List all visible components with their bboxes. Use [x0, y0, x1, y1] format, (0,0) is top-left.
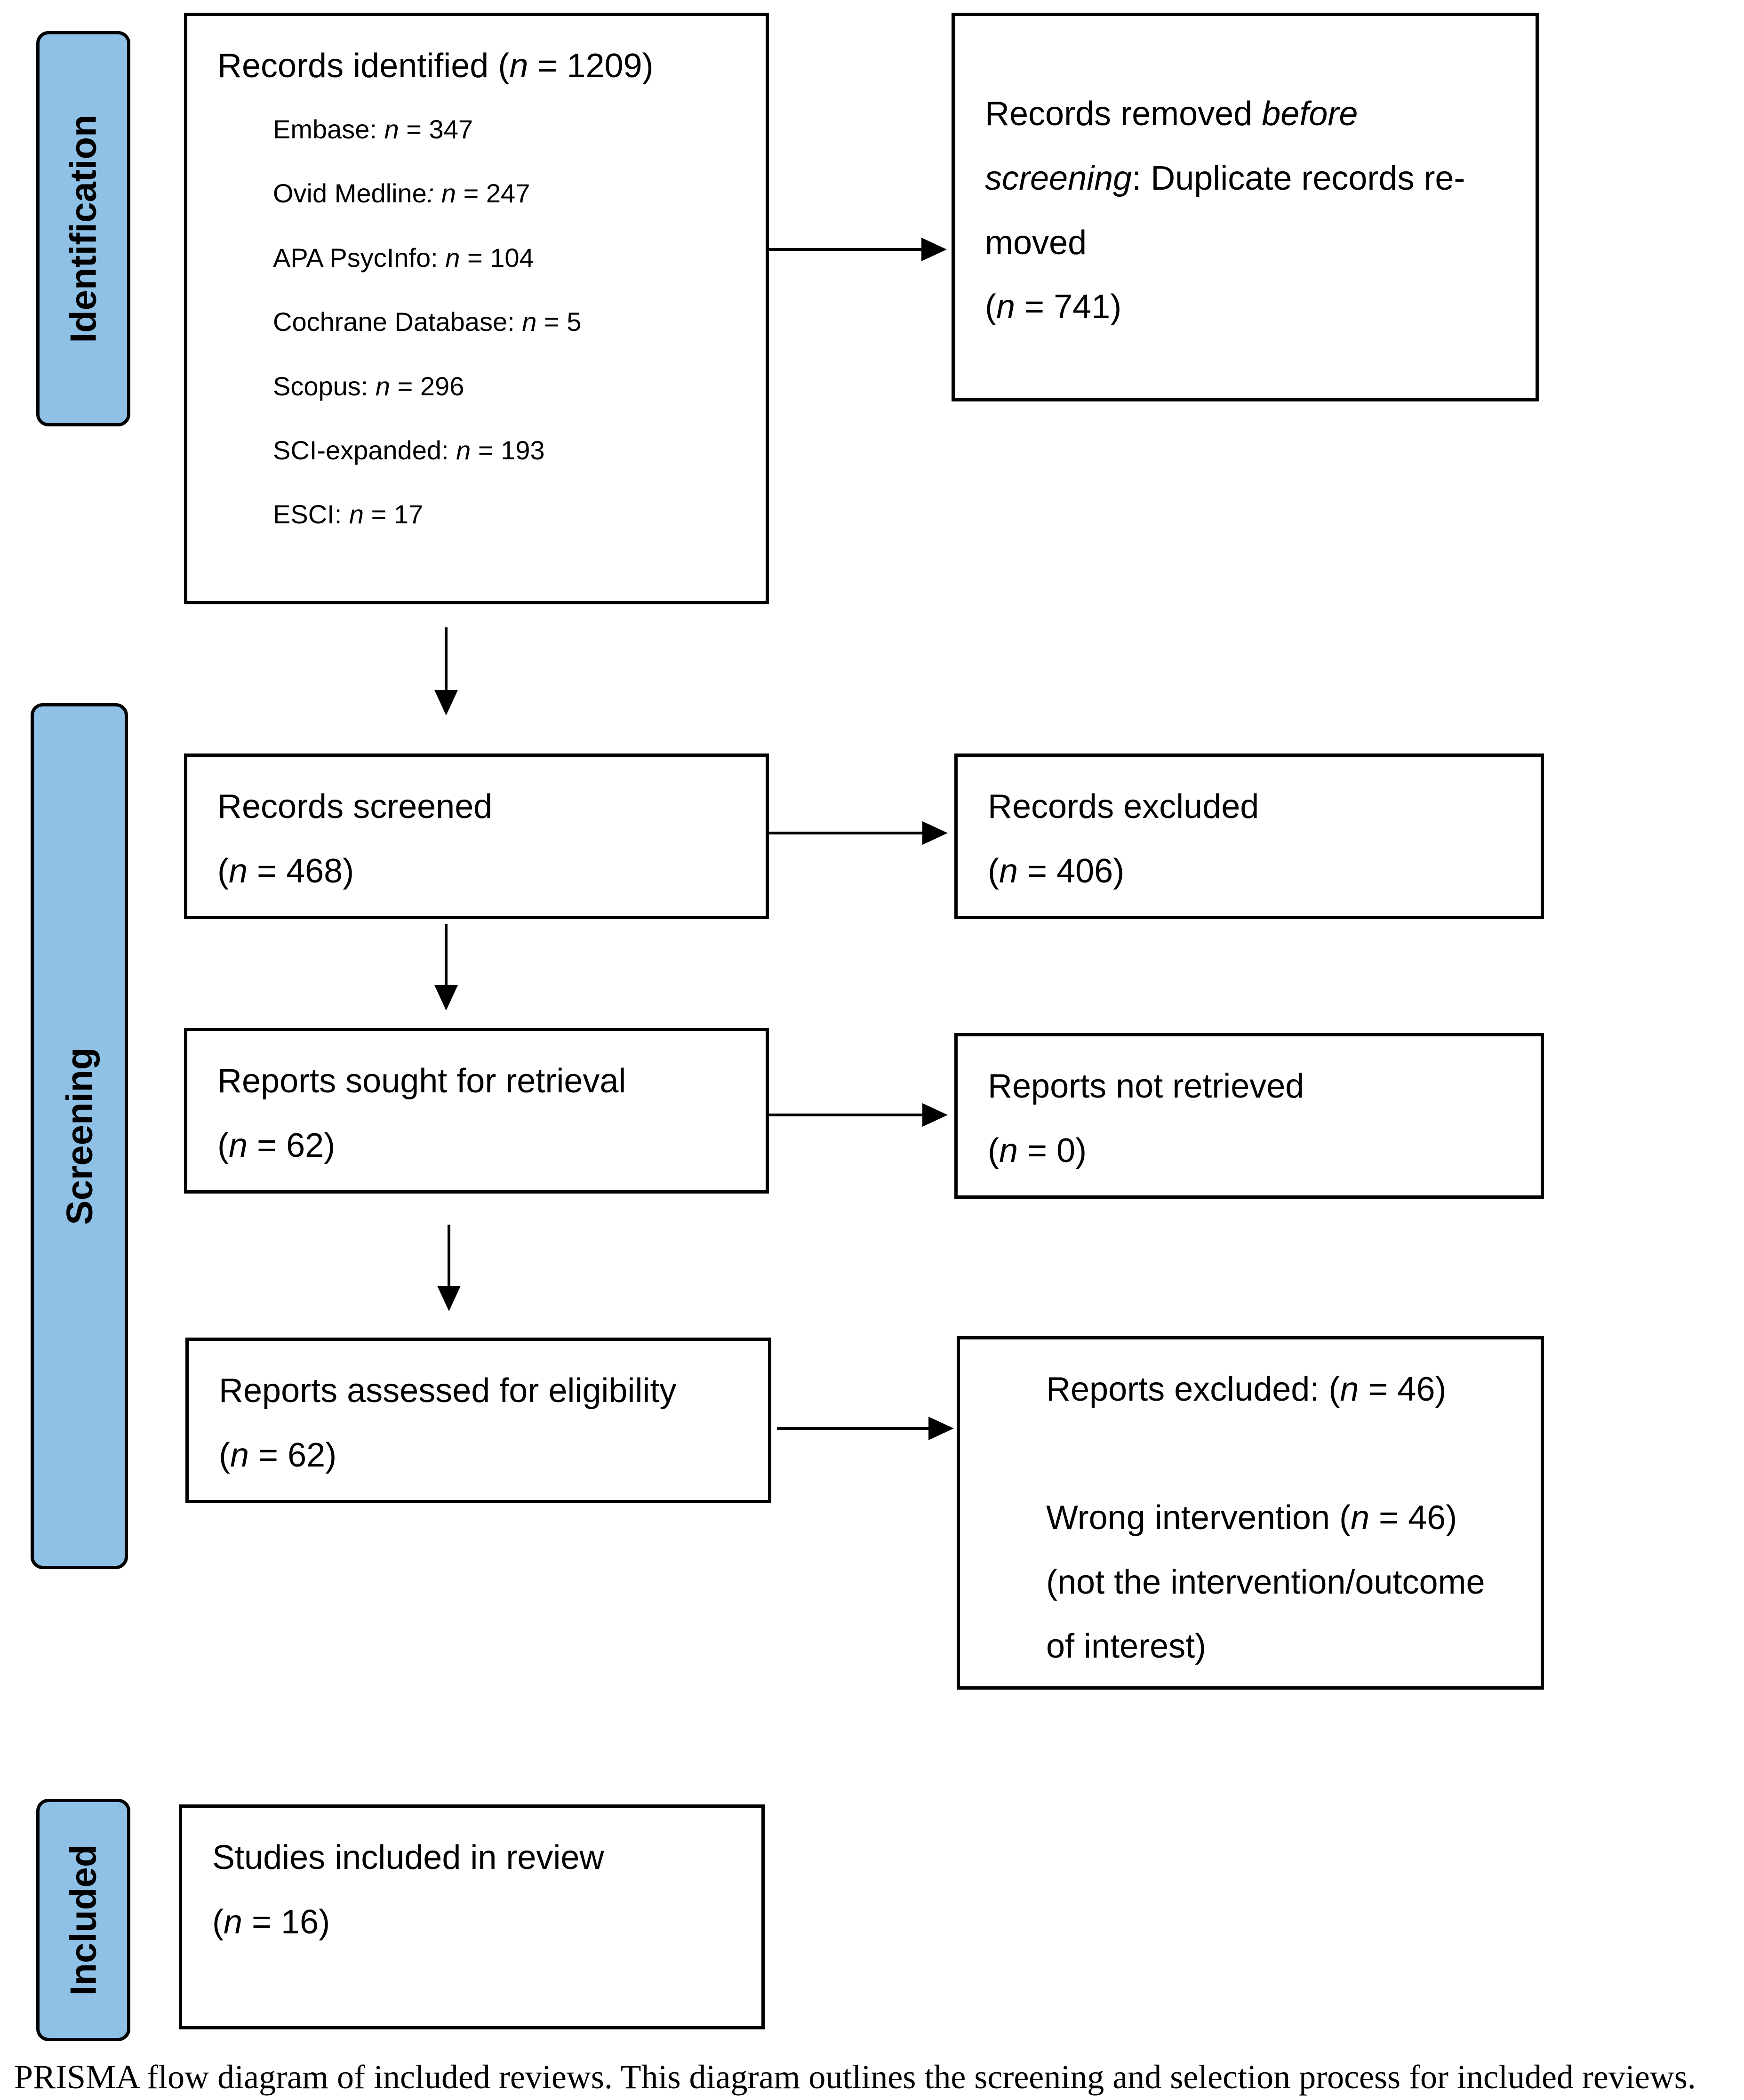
source-cochrane: Cochrane Database: n = 5 [273, 307, 582, 337]
source-ovid-medline: Ovid Medline: n = 247 [273, 178, 530, 208]
records-identified-box: Records identified (n = 1209) Embase: n … [184, 13, 769, 604]
reports-assessed-count: (n = 62) [219, 1436, 337, 1474]
records-excluded-count: (n = 406) [988, 852, 1125, 890]
records-excluded-box: Records excluded (n = 406) [954, 753, 1544, 919]
records-removed-box: Records removed before screening: Duplic… [952, 13, 1539, 401]
reports-excluded-box: Reports excluded: (n = 46) Wrong interve… [957, 1336, 1544, 1690]
arrow-sought-to-not-retrieved [769, 1103, 948, 1127]
records-removed-line2: screening: Duplicate records re- [985, 160, 1465, 197]
reports-assessed-title: Reports assessed for eligibility [219, 1372, 677, 1410]
reports-not-retrieved-title: Reports not retrieved [988, 1067, 1304, 1105]
records-removed-count: (n = 741) [985, 288, 1122, 326]
reports-not-retrieved-count: (n = 0) [988, 1132, 1087, 1170]
reports-not-retrieved-box: Reports not retrieved (n = 0) [954, 1033, 1544, 1199]
records-removed-line3: moved [985, 224, 1087, 262]
reports-excluded-reason: Wrong intervention (n = 46) [1046, 1499, 1457, 1537]
phase-identification: Identification [36, 31, 130, 426]
source-scopus: Scopus: n = 296 [273, 371, 464, 401]
reports-sought-title: Reports sought for retrieval [217, 1062, 626, 1100]
records-removed-line1: Records removed before [985, 95, 1358, 133]
phase-included: Included [36, 1799, 130, 2041]
arrow-identified-to-removed [769, 238, 947, 261]
source-sci-expanded: SCI-expanded: n = 193 [273, 435, 545, 465]
arrow-assessed-to-excluded [777, 1417, 954, 1440]
source-embase: Embase: n = 347 [273, 114, 473, 144]
records-identified-title: Records identified (n = 1209) [217, 47, 654, 85]
phase-screening: Screening [31, 703, 128, 1569]
reports-sought-box: Reports sought for retrieval (n = 62) [184, 1028, 769, 1194]
arrow-identified-to-screened [434, 627, 458, 715]
studies-included-count: (n = 16) [212, 1903, 330, 1941]
arrow-screened-to-excluded [769, 821, 948, 845]
arrow-sought-to-assessed [437, 1225, 461, 1311]
studies-included-title: Studies included in review [212, 1839, 604, 1876]
reports-excluded-note-line1: (not the intervention/outcome [1046, 1563, 1485, 1601]
figure-caption: PRISMA flow diagram of included reviews.… [14, 2058, 1696, 2096]
source-esci: ESCI: n = 17 [273, 499, 424, 529]
source-apa-psycinfo: APA PsycInfo: n = 104 [273, 243, 534, 273]
records-screened-box: Records screened (n = 468) [184, 753, 769, 919]
reports-excluded-note-line2: of interest) [1046, 1627, 1207, 1665]
records-screened-title: Records screened [217, 788, 493, 826]
records-excluded-title: Records excluded [988, 788, 1259, 826]
reports-assessed-box: Reports assessed for eligibility (n = 62… [185, 1338, 771, 1503]
reports-excluded-title: Reports excluded: (n = 46) [1046, 1371, 1447, 1408]
reports-sought-count: (n = 62) [217, 1127, 336, 1164]
studies-included-box: Studies included in review (n = 16) [179, 1804, 765, 2029]
arrow-screened-to-sought [434, 924, 458, 1010]
records-screened-count: (n = 468) [217, 852, 354, 890]
